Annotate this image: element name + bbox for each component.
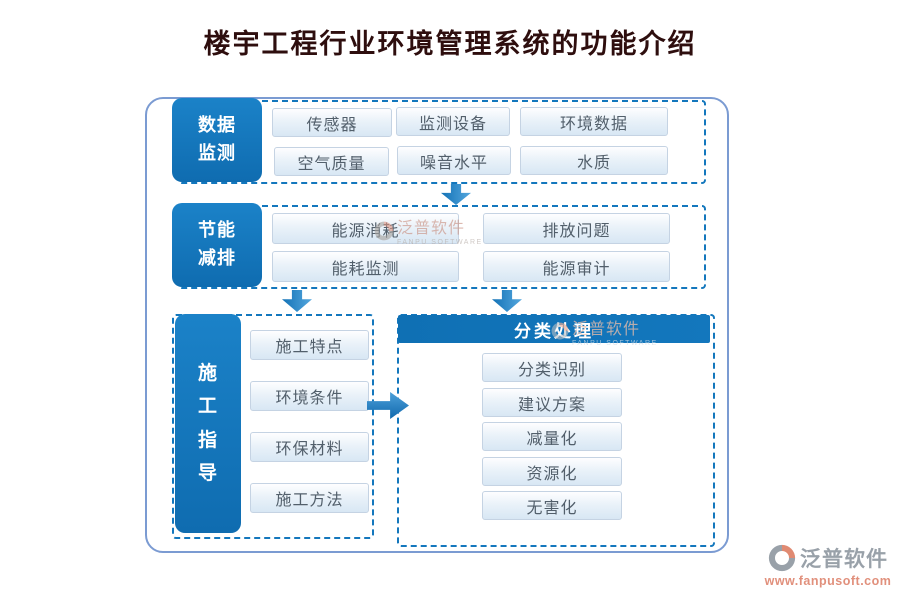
brand-name: 泛普软件 [800,548,888,571]
header-classification: 分类处理 [398,315,710,343]
header-energy-saving: 节能 减排 [172,203,262,287]
header-line: 减排 [198,248,236,268]
item-water-quality: 水质 [520,146,668,175]
item-monitoring-device: 监测设备 [396,107,510,136]
header-char: 指 [197,429,218,451]
item-suggested-plan: 建议方案 [482,388,622,417]
item-classification-recognition: 分类识别 [482,353,622,382]
item-air-quality: 空气质量 [274,147,389,176]
brand-footer: 泛普软件 www.fanpusoft.com [760,543,896,588]
header-line: 数据 [198,115,236,136]
brand-url: www.fanpusoft.com [764,574,892,588]
item-emission-issues: 排放问题 [483,213,670,244]
item-environment-conditions: 环境条件 [250,381,369,411]
header-line: 节能 [198,220,236,241]
section-construction-guidance [172,314,374,539]
item-energy-consumption: 能源消耗 [272,213,459,244]
item-environment-data: 环境数据 [520,107,668,136]
header-char: 工 [197,396,218,418]
page-title: 楼宇工程行业环境管理系统的功能介绍 [203,29,697,59]
header-char: 施 [197,363,218,384]
item-reduction: 减量化 [482,422,622,451]
item-energy-monitoring: 能耗监测 [272,251,459,282]
header-line: 监测 [198,143,236,163]
fanpu-logo-icon [768,544,796,572]
header-data-monitoring: 数据 监测 [172,98,262,182]
item-noise-level: 噪音水平 [397,146,511,175]
item-eco-materials: 环保材料 [250,432,369,462]
item-construction-methods: 施工方法 [250,483,369,513]
item-construction-features: 施工特点 [250,330,369,360]
header-construction-guidance: 施 工 指 导 [175,314,241,533]
item-recycling: 资源化 [482,457,622,486]
item-sensor: 传感器 [272,108,392,137]
item-harmless: 无害化 [482,491,622,520]
item-energy-audit: 能源审计 [483,251,670,282]
header-char: 导 [197,462,218,484]
